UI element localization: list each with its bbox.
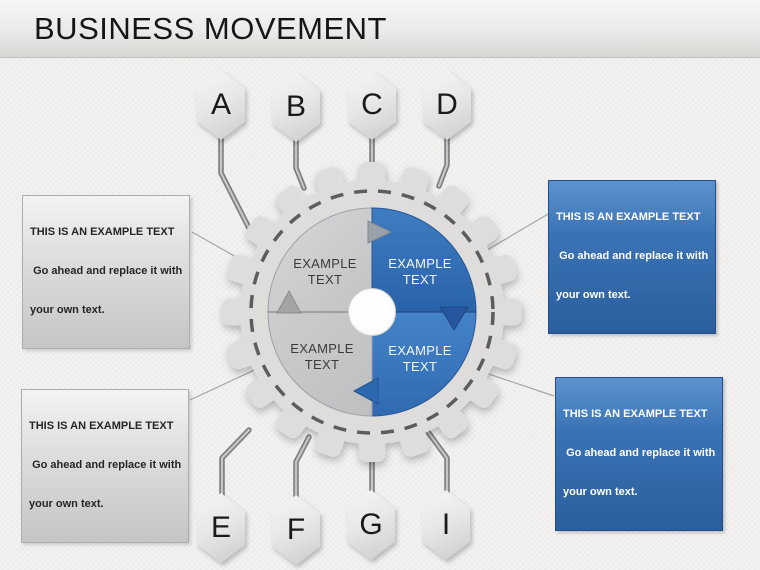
clockwise-arrow-left-icon bbox=[276, 289, 302, 314]
hexagon-shape: B bbox=[272, 72, 320, 142]
hexagon-e-label: E bbox=[210, 511, 231, 544]
callout-line-1: THIS IS AN EXAMPLE TEXT bbox=[30, 226, 175, 238]
callout-line-1: THIS IS AN EXAMPLE TEXT bbox=[556, 211, 701, 223]
clockwise-arrow-bottom-icon bbox=[352, 377, 379, 405]
quadrant-bottom-right bbox=[371, 311, 477, 417]
gear bbox=[222, 162, 522, 462]
hexagon-shape: G bbox=[347, 490, 395, 560]
hexagon-shape: D bbox=[423, 70, 471, 140]
clockwise-arrow-top-icon bbox=[367, 220, 393, 244]
callout-line-2: Go ahead and replace it with bbox=[29, 459, 182, 471]
stem-f bbox=[293, 434, 312, 501]
hexagon-d: D bbox=[423, 70, 471, 140]
stem-i bbox=[425, 429, 450, 496]
quadrant-top-right bbox=[371, 207, 477, 313]
hexagon-f: F bbox=[272, 495, 320, 565]
callout-bottom-right: THIS IS AN EXAMPLE TEXT Go ahead and rep… bbox=[555, 377, 723, 531]
hexagon-shape: C bbox=[348, 70, 396, 140]
clockwise-arrow-right-icon bbox=[439, 306, 469, 331]
hexagon-shape: E bbox=[197, 493, 245, 563]
hexagon-g-label: G bbox=[359, 508, 383, 541]
hexagon-a: A bbox=[197, 70, 245, 140]
quadrant-label-bottom-right: EXAMPLE TEXT bbox=[388, 343, 452, 374]
gear-dashed-ring bbox=[249, 189, 495, 435]
callout-line-2: Go ahead and replace it with bbox=[563, 447, 716, 459]
gear-hub bbox=[348, 288, 396, 336]
stem-a bbox=[218, 135, 253, 233]
hexagon-shape: I bbox=[422, 490, 470, 560]
hexagon-b: B bbox=[272, 72, 320, 142]
hexagon-shape: F bbox=[272, 495, 320, 565]
callout-line-1: THIS IS AN EXAMPLE TEXT bbox=[29, 420, 174, 432]
quadrant-label-top-left: EXAMPLE TEXT bbox=[293, 256, 357, 287]
callout-line-3: your own text. bbox=[563, 486, 638, 498]
quadrant-top-left bbox=[267, 207, 373, 313]
callout-line-3: your own text. bbox=[29, 498, 104, 510]
page-title: BUSINESS MOVEMENT bbox=[34, 10, 387, 46]
callout-line-2: Go ahead and replace it with bbox=[556, 250, 709, 262]
callout-bottom-left: THIS IS AN EXAMPLE TEXT Go ahead and rep… bbox=[21, 389, 189, 543]
hexagon-e: E bbox=[197, 493, 245, 563]
callout-line-3: your own text. bbox=[30, 304, 105, 316]
title-bar: BUSINESS MOVEMENT bbox=[0, 0, 760, 58]
quadrant-label-top-right: EXAMPLE TEXT bbox=[388, 256, 452, 287]
callout-line-2: Go ahead and replace it with bbox=[30, 265, 183, 277]
hexagon-i: I bbox=[422, 490, 470, 560]
callout-top-right: THIS IS AN EXAMPLE TEXT Go ahead and rep… bbox=[548, 180, 716, 334]
hexagon-c: C bbox=[348, 70, 396, 140]
hexagon-f-label: F bbox=[286, 513, 306, 546]
hexagon-shape: A bbox=[197, 70, 245, 140]
hexagon-g: G bbox=[347, 490, 395, 560]
hexagon-b-label: B bbox=[285, 90, 306, 123]
hexagon-a-label: A bbox=[210, 88, 231, 121]
hexagon-c-label: C bbox=[361, 88, 383, 121]
quadrant-label-bottom-left: EXAMPLE TEXT bbox=[290, 341, 354, 372]
callout-line-3: your own text. bbox=[556, 289, 631, 301]
callout-line-1: THIS IS AN EXAMPLE TEXT bbox=[563, 408, 708, 420]
stem-e bbox=[219, 427, 252, 499]
stem-d bbox=[436, 135, 450, 189]
hexagon-d-label: D bbox=[436, 88, 458, 121]
callout-top-left: THIS IS AN EXAMPLE TEXT Go ahead and rep… bbox=[22, 195, 190, 349]
hexagon-i-label: I bbox=[441, 508, 451, 541]
quadrant-bottom-left bbox=[267, 311, 373, 417]
